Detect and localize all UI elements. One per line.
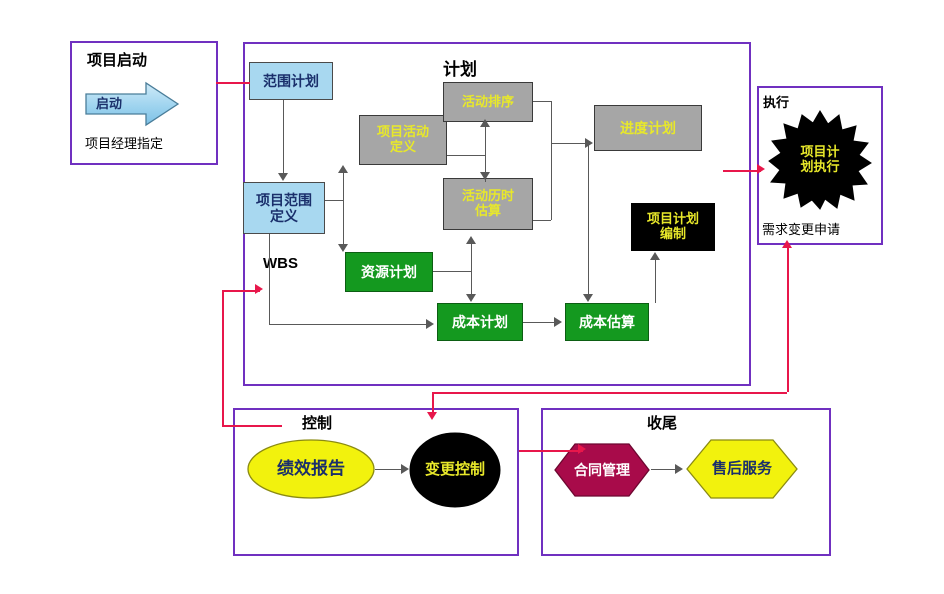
arrowhead-execution-burst	[757, 164, 765, 174]
arrowhead-change-control	[401, 464, 409, 474]
arrowhead-control-in	[427, 412, 437, 420]
frame-control-title: 控制	[302, 415, 333, 432]
feedback-control-to-closing	[519, 450, 583, 452]
connector-definition-to-spine	[325, 200, 343, 201]
frame-initiation	[70, 41, 218, 165]
wbs-label: WBS	[263, 255, 298, 272]
execution-caption: 需求变更申请	[762, 222, 841, 237]
arrowhead-schedule-plan	[585, 138, 593, 148]
arrowhead-execution-caption-in	[782, 240, 792, 248]
frame-closing	[541, 408, 831, 556]
node-after-sales-service[interactable]: 售后服务	[685, 438, 799, 500]
connector-wbs-down	[269, 234, 270, 324]
connector-activity-definition-out	[447, 155, 485, 156]
node-cost-plan[interactable]: 成本计划	[437, 303, 523, 341]
node-schedule-plan[interactable]: 进度计划	[594, 105, 702, 151]
node-scope-plan[interactable]: 范围计划	[249, 62, 333, 100]
connector-resource-split	[471, 243, 472, 299]
arrowhead-activity-definition-up	[338, 165, 348, 173]
feedback-loop-into-wbs	[222, 290, 260, 292]
arrowhead-activity-duration	[480, 172, 490, 180]
arrowhead-cost-estimate-left	[554, 317, 562, 327]
connector-schedule-down	[588, 143, 589, 295]
connector-sequencing-right	[533, 101, 551, 102]
connector-cost-estimate-up	[655, 259, 656, 303]
arrowhead-wbs-in	[255, 284, 263, 294]
node-activity-definition[interactable]: 项目活动 定义	[359, 115, 447, 165]
connector-spine-vertical	[343, 172, 344, 250]
node-performance-report[interactable]: 绩效报告	[246, 438, 376, 500]
connector-wbs-right	[269, 324, 428, 325]
arrowhead-resource-plan-down	[338, 244, 348, 252]
connector-scope-plan-to-definition	[283, 100, 284, 174]
connector-resource-out	[433, 271, 471, 272]
connector-duration-right	[533, 220, 551, 221]
connector-activity-split	[485, 126, 486, 182]
node-cost-estimate[interactable]: 成本估算	[565, 303, 649, 341]
connector-right-bracket	[551, 101, 552, 220]
arrowhead-activity-sequencing	[480, 119, 490, 127]
frame-planning-title: 计划	[443, 60, 477, 79]
feedback-loop-riser	[222, 290, 224, 426]
node-project-plan-development[interactable]: 项目计划 编制	[631, 203, 715, 251]
arrowhead-cost-estimate-top	[583, 294, 593, 302]
frame-closing-title: 收尾	[647, 415, 678, 432]
feedback-bus-horizontal	[432, 392, 787, 394]
node-activity-duration[interactable]: 活动历时 估算	[443, 178, 533, 230]
execution-burst-shape[interactable]: 项目计 划执行	[768, 110, 872, 210]
connector-bracket-to-schedule	[551, 143, 588, 144]
feedback-plan-to-execution	[723, 170, 761, 172]
connector-cost-plan-to-estimate	[523, 322, 556, 323]
node-activity-sequencing[interactable]: 活动排序	[443, 82, 533, 122]
connector-contract-to-service	[651, 469, 679, 470]
frame-execution-title: 执行	[763, 95, 790, 110]
feedback-plan-to-control	[432, 392, 434, 416]
arrowhead-scope-definition	[278, 173, 288, 181]
initiation-arrow-shape: 启动	[84, 80, 180, 128]
connector-report-to-change	[375, 469, 403, 470]
arrowhead-cost-plan-top	[466, 294, 476, 302]
feedback-control-left-out	[222, 425, 282, 427]
initiation-caption: 项目经理指定	[85, 136, 164, 151]
arrowhead-after-sales-service	[675, 464, 683, 474]
arrowhead-closing-in	[578, 444, 586, 454]
node-scope-definition[interactable]: 项目范围 定义	[243, 182, 325, 234]
node-change-control[interactable]: 变更控制	[409, 432, 501, 508]
frame-initiation-title: 项目启动	[87, 52, 148, 69]
frame-control	[233, 408, 519, 556]
arrowhead-project-plan-development	[650, 252, 660, 260]
arrowhead-duration-from-resource	[466, 236, 476, 244]
node-resource-plan[interactable]: 资源计划	[345, 252, 433, 292]
feedback-bus-riser	[787, 248, 789, 392]
arrowhead-cost-plan-left	[426, 319, 434, 329]
feedback-into-scope-plan	[216, 82, 250, 84]
